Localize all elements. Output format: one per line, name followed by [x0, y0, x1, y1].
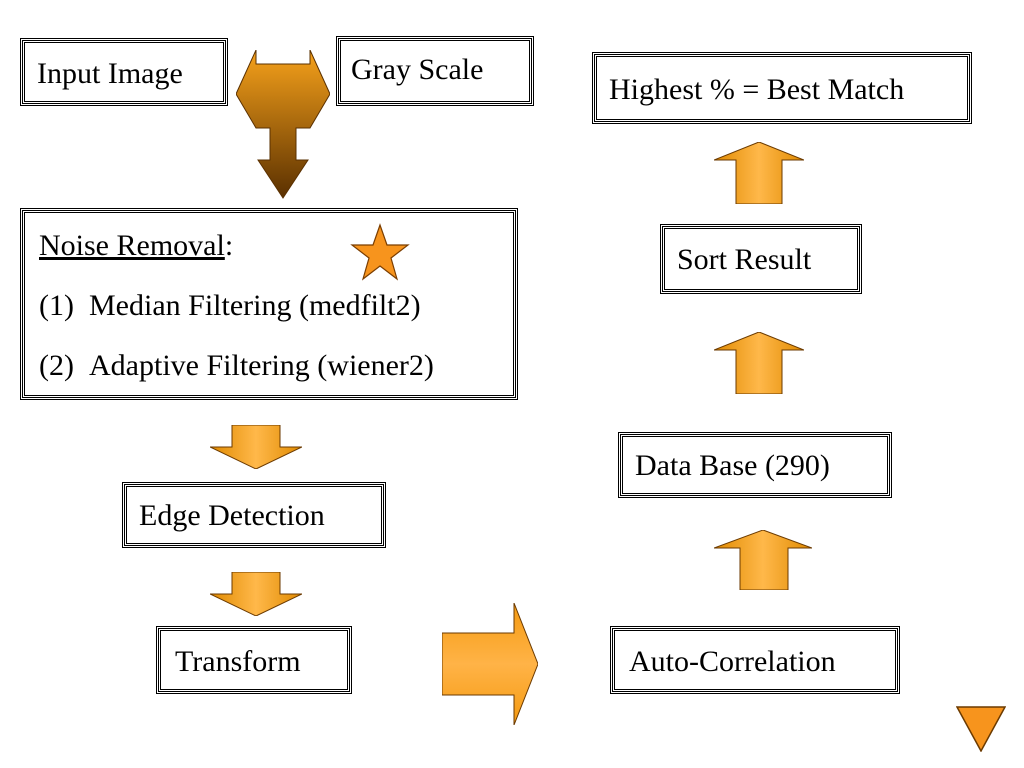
noise-removal-heading: Noise Removal:	[39, 231, 233, 261]
noise-removal-heading-colon: :	[224, 229, 234, 262]
best-match-label: Highest % = Best Match	[609, 73, 905, 106]
noise-removal-box: Noise Removal: (1) Median Filtering (medf…	[20, 208, 518, 400]
edge-detection-box: Edge Detection	[122, 482, 386, 548]
noise-item-2: (2) Adaptive Filtering (wiener2)	[39, 351, 434, 381]
edge-detection-label: Edge Detection	[139, 499, 325, 532]
auto-correlation-label: Auto-Correlation	[629, 645, 836, 678]
noise-item-1: (1) Median Filtering (medfilt2)	[39, 291, 421, 321]
noise-removal-heading-text: Noise Removal	[39, 229, 225, 262]
input-image-label: Input Image	[37, 57, 183, 90]
star-icon	[350, 223, 410, 281]
input-image-box: Input Image	[20, 38, 228, 106]
sort-result-box: Sort Result	[660, 224, 862, 294]
down-triangle-icon[interactable]	[956, 706, 1006, 752]
transform-label: Transform	[175, 645, 301, 678]
transform-box: Transform	[156, 626, 352, 694]
down-arrow-1	[210, 425, 302, 469]
noise-item-1-text: Median Filtering (medfilt2)	[89, 289, 421, 322]
best-match-box: Highest % = Best Match	[592, 52, 972, 124]
data-base-label: Data Base (290)	[635, 449, 830, 482]
data-base-box: Data Base (290)	[618, 432, 892, 498]
up-arrow-1	[714, 530, 812, 590]
auto-correlation-box: Auto-Correlation	[610, 626, 900, 694]
right-arrow	[442, 603, 538, 725]
gray-scale-label: Gray Scale	[351, 53, 484, 86]
sort-result-label: Sort Result	[677, 243, 812, 276]
merge-arrow	[236, 50, 330, 199]
gray-scale-box: Gray Scale	[336, 36, 534, 106]
noise-item-2-text: Adaptive Filtering (wiener2)	[89, 349, 434, 382]
down-arrow-2	[210, 572, 302, 616]
up-arrow-2	[714, 332, 804, 394]
noise-item-1-number: (1)	[39, 289, 74, 322]
noise-item-2-number: (2)	[39, 349, 74, 382]
up-arrow-3	[714, 142, 804, 204]
